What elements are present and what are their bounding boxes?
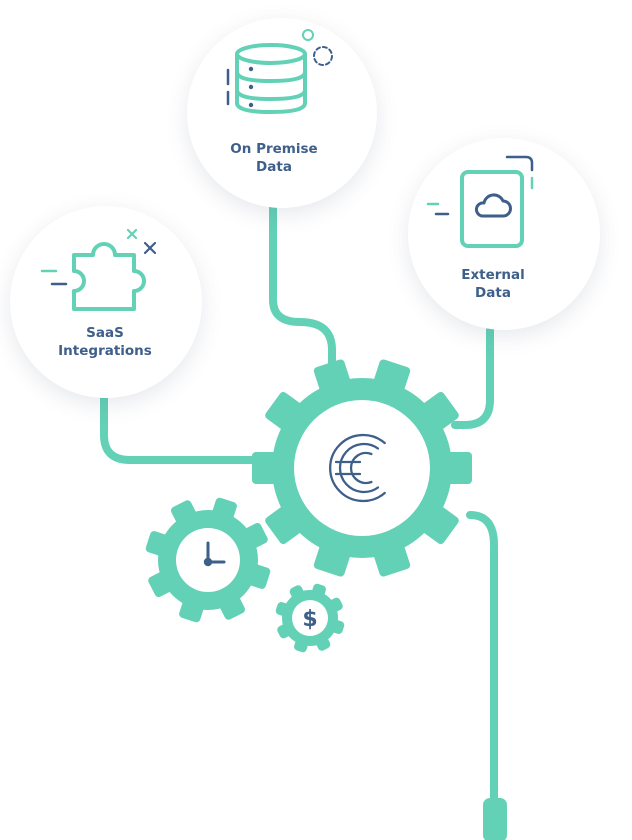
- on-premise-title: On Premise: [230, 141, 318, 157]
- saas-subtitle: Integrations: [58, 343, 152, 359]
- puzzle-piece-icon: [40, 228, 157, 311]
- on-premise-subtitle: Data: [256, 159, 292, 175]
- node-label-saas: SaaS Integrations: [30, 324, 180, 360]
- dollar-gear: $: [275, 583, 345, 653]
- external-subtitle: Data: [475, 285, 511, 301]
- node-circle-saas: [10, 206, 202, 398]
- connector-external: [451, 326, 494, 429]
- connector-output: [466, 511, 498, 804]
- external-title: External: [461, 267, 525, 283]
- clock-gear: [145, 497, 271, 623]
- database-icon: [226, 29, 333, 115]
- dollar-gear-hub: [292, 600, 328, 636]
- main-gear: [252, 359, 472, 577]
- node-label-on-premise: On Premise Data: [199, 140, 349, 176]
- output-plug: [483, 798, 507, 840]
- saas-title: SaaS: [86, 325, 124, 341]
- dollar-icon: $: [302, 607, 317, 632]
- node-label-external: External Data: [418, 266, 568, 302]
- c-logo-icon: [329, 433, 386, 503]
- cloud-document-icon: [426, 155, 534, 248]
- main-gear-hub: [294, 400, 430, 536]
- clock-icon: [203, 541, 226, 567]
- connector-on-premise: [269, 201, 336, 374]
- connector-saas: [100, 391, 279, 464]
